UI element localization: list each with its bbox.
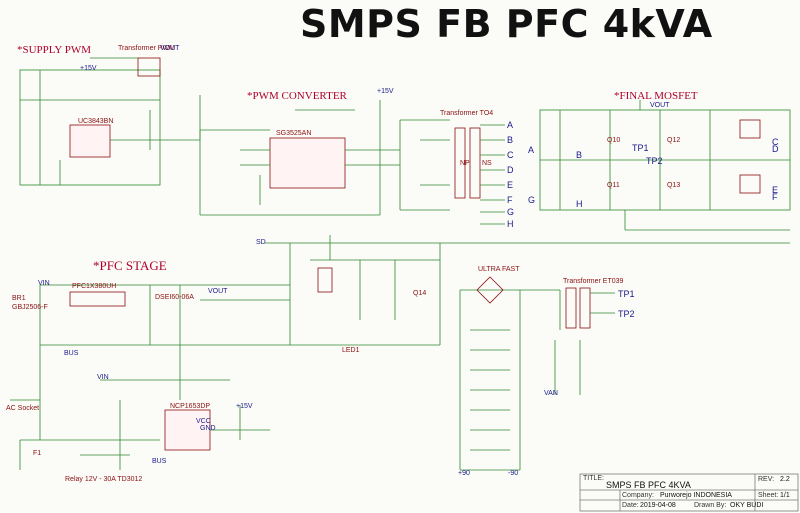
net-out-g: G	[507, 207, 515, 217]
net-mosfet-d: D	[772, 144, 779, 154]
section-title-pwm-converter: *PWM CONVERTER	[247, 90, 347, 102]
label-q14: Q14	[413, 290, 427, 297]
net-15v-supply: +15V	[80, 65, 97, 72]
gate-driver-block	[399, 119, 505, 225]
net-minus90: -90	[508, 470, 519, 477]
label-ic2: UC3843BN	[78, 118, 114, 125]
tb-title-label: TITLE:	[583, 475, 605, 482]
label-led: LED1	[342, 347, 360, 354]
tb-date-label: Date:	[622, 502, 639, 509]
net-gnd: GND	[200, 425, 216, 432]
label-tr1: Transformer TO4	[440, 110, 494, 117]
tb-drawn-value: OKY BUDI	[730, 502, 764, 509]
net-van: VAN	[544, 390, 558, 397]
tb-rev-value: 2.2	[780, 476, 790, 483]
drawing-title: SMPS FB PFC 4kVA	[300, 2, 713, 46]
label-ic3: SG3525AN	[276, 130, 312, 137]
label-t2: Transformer PWM	[118, 45, 175, 52]
net-tp1-out: TP1	[618, 289, 635, 299]
net-sd: SD	[256, 239, 266, 246]
net-out-e: E	[507, 180, 514, 190]
net-mosfet-e: E	[772, 185, 779, 195]
net-mosfet-f: F	[772, 192, 778, 202]
label-d1: ULTRA FAST	[478, 266, 520, 273]
net-vin: VIN	[38, 280, 50, 287]
tb-date-value: 2019-04-08	[640, 502, 676, 509]
label-ns: NS	[482, 160, 492, 167]
net-out-c: C	[507, 150, 514, 160]
section-title-final-mosfet: *FINAL MOSFET	[614, 90, 698, 102]
net-vout-top: VOUT	[160, 45, 180, 52]
net-bus: BUS	[64, 350, 79, 357]
title-block-frame	[579, 473, 799, 512]
label-q10: Q10	[607, 137, 621, 144]
net-out-a: A	[507, 120, 514, 130]
label-np: NP	[460, 160, 470, 167]
net-mosfet-a: A	[528, 145, 535, 155]
tb-company-label: Company:	[622, 492, 654, 499]
label-fuse: F1	[33, 450, 42, 457]
net-mosfet-c: C	[772, 137, 779, 147]
net-vout-pfc: VOUT	[208, 288, 228, 295]
label-pfc-choke: PFC1X380UH	[72, 283, 117, 290]
output-rectifier-block	[459, 276, 615, 471]
label-bridge-part: GBJ2506-F	[12, 304, 48, 311]
net-tp2-mosfet: TP2	[646, 156, 663, 166]
section-title-pfc-stage: *PFC STAGE	[93, 258, 167, 273]
label-ac-socket: AC Socket	[6, 405, 40, 412]
pfc-stage-block	[10, 284, 290, 470]
net-tp1-mosfet: TP1	[632, 143, 649, 153]
net-vin-lower: VIN	[97, 374, 109, 381]
net-mosfet-h: H	[576, 199, 583, 209]
net-out-f: F	[507, 195, 513, 205]
label-q12: Q12	[667, 137, 681, 144]
tb-title-value: SMPS FB PFC 4KVA	[606, 480, 691, 490]
label-relay: Relay 12V - 30A TD3012	[65, 476, 143, 483]
label-ic1: NCP1653DP	[170, 403, 211, 410]
label-q13: Q13	[667, 182, 681, 189]
section-title-supply-pwm: *SUPPLY PWM	[17, 44, 91, 56]
net-out-d: D	[507, 165, 514, 175]
label-t1: Transformer ET039	[563, 278, 624, 285]
final-mosfet-block	[539, 100, 791, 231]
net-mosfet-g: G	[528, 195, 536, 205]
net-bus-lower: BUS	[152, 458, 167, 465]
feedback-block	[265, 235, 790, 346]
label-q11: Q11	[607, 182, 620, 189]
net-out-b: B	[507, 135, 514, 145]
tb-sheet-value: 1/1	[780, 492, 790, 499]
tb-company-value: Purworejo INDONESIA	[660, 492, 732, 499]
label-bridge: BR1	[12, 295, 26, 302]
pwm-converter-block	[199, 100, 400, 216]
tb-drawn-label: Drawn By:	[694, 502, 727, 509]
net-vout-mosfet: VOUT	[650, 102, 670, 109]
tb-sheet-label: Sheet:	[758, 492, 779, 499]
net-plus90: +90	[458, 470, 470, 477]
net-tp2-out: TP2	[618, 309, 635, 319]
net-out-h: H	[507, 219, 514, 229]
supply-pwm-block	[19, 57, 201, 186]
tb-rev-label: REV:	[758, 476, 775, 483]
label-pfc-diode: DSEI60-06A	[155, 294, 194, 301]
net-mosfet-b: B	[576, 150, 583, 160]
net-15v-converter: +15V	[377, 88, 394, 95]
net-vcc: VCC	[196, 418, 211, 425]
net-15v-pfc: +15V	[236, 403, 253, 410]
